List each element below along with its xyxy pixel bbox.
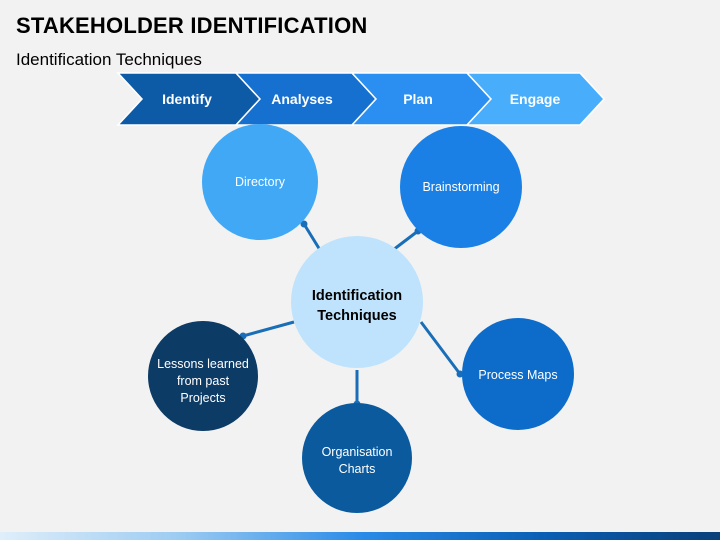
node-organisation-charts: Organisation Charts	[302, 403, 412, 513]
node-process-maps-label: Process Maps	[478, 368, 557, 382]
connector-process-maps	[419, 321, 462, 375]
connector-lessons-learned	[242, 320, 295, 338]
step-analyses-label: Analyses	[271, 91, 333, 107]
footer-gradient-bar	[0, 532, 720, 540]
node-directory-label: Directory	[235, 175, 286, 189]
step-identify: Identify	[116, 72, 262, 126]
center-node: Identification Techniques	[291, 236, 423, 368]
connector-directory	[302, 223, 322, 251]
page-title: STAKEHOLDER IDENTIFICATION	[16, 13, 368, 38]
node-organisation-charts-label-2: Charts	[339, 462, 376, 476]
step-engage-label: Engage	[510, 91, 561, 107]
node-organisation-charts-label-1: Organisation	[322, 445, 393, 459]
connector-dot-directory	[300, 220, 308, 228]
process-flow: Identify Analyses Plan Engage	[116, 72, 606, 126]
center-label-line2: Techniques	[317, 308, 397, 324]
step-analyses: Analyses	[234, 72, 378, 126]
node-directory: Directory	[202, 124, 318, 240]
page-subtitle: Identification Techniques	[16, 50, 202, 69]
node-lessons-learned-label-3: Projects	[180, 391, 225, 405]
node-brainstorming-label: Brainstorming	[422, 180, 499, 194]
node-lessons-learned-label-2: from past	[177, 374, 230, 388]
step-plan-label: Plan	[403, 91, 433, 107]
node-brainstorming: Brainstorming	[400, 126, 522, 248]
connector-brainstorming	[392, 229, 419, 252]
center-label-line1: Identification	[312, 288, 402, 304]
step-engage: Engage	[465, 72, 606, 126]
node-process-maps: Process Maps	[462, 318, 574, 430]
node-lessons-learned: Lessons learned from past Projects	[148, 321, 258, 431]
step-identify-label: Identify	[162, 91, 212, 107]
connector-dot-process-maps	[456, 370, 464, 378]
node-lessons-learned-label-1: Lessons learned	[157, 357, 249, 371]
